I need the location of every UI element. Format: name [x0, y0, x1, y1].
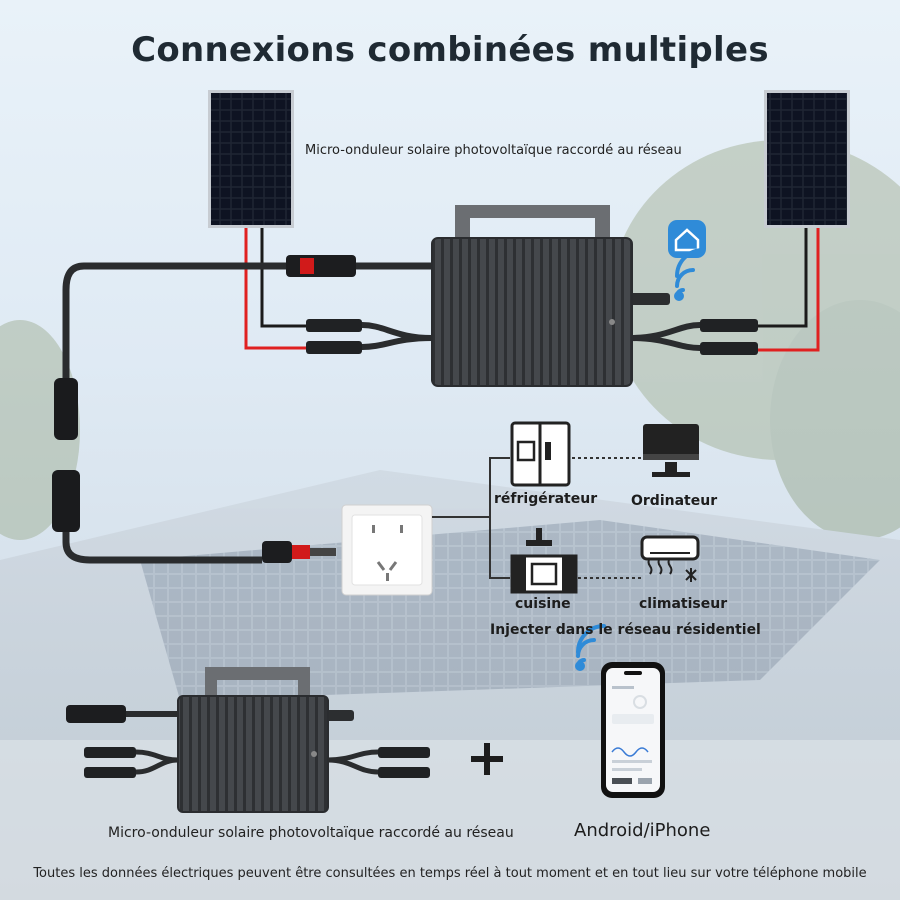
solar-panel-right	[764, 90, 850, 228]
label-computer: Ordinateur	[631, 493, 718, 509]
wifi-icon-top	[674, 248, 705, 301]
label-aircon: climatiseur	[639, 596, 728, 612]
micro-inverter-top	[431, 205, 670, 387]
computer-icon	[643, 424, 699, 477]
label-fridge: réfrigérateur	[494, 491, 598, 507]
home-app-icon	[668, 220, 706, 258]
smartphone	[601, 662, 665, 798]
distribution-lines	[432, 457, 642, 579]
caption-top: Micro-onduleur solaire photovoltaïque ra…	[305, 143, 682, 158]
wifi-icon-phone	[575, 624, 606, 671]
label-phone: Android/iPhone	[574, 820, 711, 841]
mc4-connectors-left	[306, 319, 433, 354]
mc4-connectors-right	[629, 319, 758, 355]
kitchen-icon	[510, 528, 578, 594]
dc-wires	[244, 228, 820, 352]
page-title: Connexions combinées multiples	[131, 30, 769, 70]
label-grid-injection: Injecter dans le réseau résidentiel	[490, 622, 761, 638]
caption-bottom: Micro-onduleur solaire photovoltaïque ra…	[108, 825, 514, 841]
fridge-icon	[510, 421, 571, 487]
ac-cable	[52, 255, 432, 564]
footer-note: Toutes les données électriques peuvent ê…	[33, 866, 867, 881]
aircon-icon	[640, 535, 700, 582]
label-kitchen: cuisine	[515, 596, 571, 612]
micro-inverter-bottom	[66, 667, 430, 813]
plus-icon	[471, 743, 503, 775]
solar-panel-left	[208, 90, 294, 228]
wall-socket	[341, 504, 433, 596]
